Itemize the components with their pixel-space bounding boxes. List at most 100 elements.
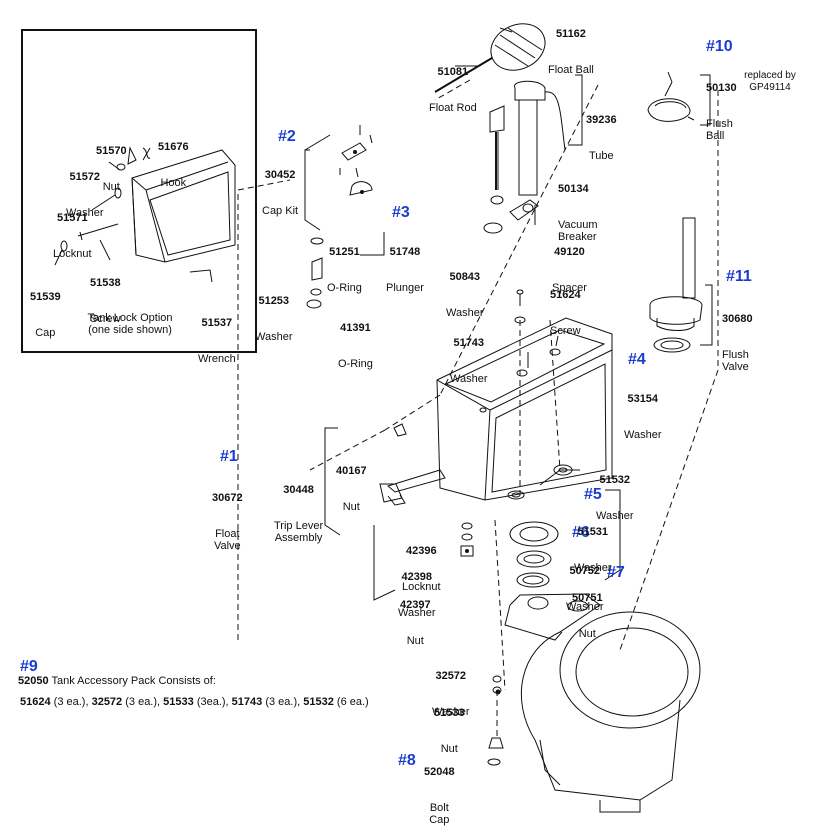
badge-7: #7 [607, 564, 625, 581]
part-name: Float Rod [429, 102, 477, 114]
part-51539: 51539 Cap [30, 267, 61, 351]
part-name: Washer [66, 207, 104, 219]
part-number: 51532 [599, 474, 631, 486]
part-number: 42398 [401, 571, 433, 583]
accessory-item-number: 51624 [20, 696, 51, 708]
part-number: 40167 [336, 465, 367, 477]
part-name: Float Ball [548, 64, 594, 76]
part-name: Plunger [386, 282, 424, 294]
badge-11: #11 [726, 268, 752, 285]
badge-3: #3 [392, 204, 410, 221]
part-name: Screw [90, 313, 121, 325]
part-50752: 50752 Washer [566, 541, 604, 625]
part-name: Vacuum Breaker [558, 219, 598, 243]
part-42397: 42397 Nut [400, 575, 431, 659]
part-name: Washer [255, 331, 293, 343]
part-39236: 39236 Tube [586, 90, 617, 174]
part-number: 51538 [90, 277, 121, 289]
part-name: Cap [35, 327, 56, 339]
part-49120: 49120 Spacer [552, 222, 587, 306]
part-number: 51743 [453, 337, 485, 349]
part-name: Washer [432, 706, 470, 718]
part-53154: 53154 Washer [624, 369, 662, 453]
part-name: Washer [450, 373, 488, 385]
accessory-pack-list: 51624 (3 ea.), 32572 (3 ea.), 51533 (3ea… [20, 696, 369, 708]
badge-2: #2 [278, 128, 296, 145]
part-50130: 50130 Flush Ball [706, 58, 737, 154]
part-51748: 51748 Plunger [386, 222, 424, 306]
part-name: Nut [440, 743, 458, 755]
part-51624: 51624 Screw [550, 265, 581, 349]
part-number: 39236 [586, 114, 617, 126]
part-number: 49120 [554, 246, 585, 258]
part-51570: 51570 Nut [96, 121, 127, 205]
part-name: Screw [550, 325, 581, 337]
part-name: O-Ring [327, 282, 362, 294]
part-number: 51624 [550, 289, 581, 301]
part-30672: 30672 Float Valve [212, 468, 243, 564]
badge-9: #9 [20, 658, 38, 675]
part-30452: 30452 Cap Kit [262, 145, 298, 229]
part-name: Washer [566, 601, 604, 613]
part-32572: 32572 Washer [432, 646, 470, 730]
accessory-item-number: 51532 [303, 696, 334, 708]
part-51081: 51081 Float Rod [429, 42, 477, 126]
part-51537: 51537 Wrench [198, 293, 236, 377]
part-name: Washer [398, 607, 436, 619]
tank-lock-caption: Tank Lock Option (one side shown) [87, 312, 173, 336]
part-name: Nut [342, 501, 360, 513]
accessory-pack-number: 52050 [18, 675, 49, 687]
part-number: 51531 [577, 526, 609, 538]
accessory-item-qty: (6 ea.) [336, 696, 369, 708]
part-number: 51162 [555, 28, 586, 40]
part-51676: 51676 Hook [158, 117, 189, 201]
tank-lock-inset-frame [21, 29, 257, 353]
part-name: Flush Ball [706, 118, 733, 142]
part-number: 30452 [264, 169, 296, 181]
part-number: 50751 [572, 592, 603, 604]
part-number: 51081 [437, 66, 469, 78]
part-number: 42396 [405, 545, 437, 557]
part-40167: 40167 Nut [336, 441, 367, 525]
part-number: 30672 [212, 492, 243, 504]
part-41391: 41391 O-Ring [338, 298, 373, 382]
part-number: 51253 [258, 295, 290, 307]
part-51162: 51162 Float Ball [548, 4, 594, 88]
part-number: 30448 [283, 484, 314, 496]
part-30448: 30448 Trip Lever Assembly [274, 460, 323, 556]
part-number: 50843 [449, 271, 481, 283]
accessory-item-qty: (3ea.), [196, 696, 229, 708]
part-number: 41391 [340, 322, 371, 334]
badge-10: #10 [706, 38, 733, 55]
part-name: Flush Valve [722, 349, 749, 373]
part-name: Washer [624, 429, 662, 441]
accessory-item-qty: (3 ea.), [53, 696, 89, 708]
badge-8: #8 [398, 752, 416, 769]
part-number: 51571 [56, 212, 88, 224]
part-number: 42397 [400, 599, 431, 611]
part-number: 50134 [558, 183, 589, 195]
part-51572: 51572 Washer [66, 147, 104, 231]
accessory-pack-caption: Tank Accessory Pack Consists of: [51, 675, 216, 687]
part-name: O-Ring [338, 358, 373, 370]
part-number: 51572 [69, 171, 101, 183]
part-number: 50130 [706, 82, 737, 94]
part-name: Cap Kit [262, 205, 299, 217]
part-number: 52048 [424, 766, 455, 778]
accessory-pack-title: 52050 Tank Accessory Pack Consists of: [18, 675, 216, 687]
part-51253: 51253 Washer [255, 271, 293, 355]
part-number: 51533 [434, 707, 465, 719]
badge-5: #5 [584, 486, 602, 503]
part-50134: 50134 Vacuum Breaker [558, 159, 598, 255]
part-51538: 51538 Screw [90, 253, 121, 337]
part-number: 50752 [569, 565, 601, 577]
part-name: Bolt Cap [429, 802, 450, 826]
part-name: Nut [406, 635, 424, 647]
part-name: Locknut [53, 248, 92, 260]
accessory-item-number: 51533 [163, 696, 194, 708]
part-number: 51539 [30, 291, 61, 303]
part-name: Washer [574, 562, 612, 574]
part-50751: 50751 Nut [572, 568, 603, 652]
part-51533: 51533 Nut [434, 683, 465, 767]
